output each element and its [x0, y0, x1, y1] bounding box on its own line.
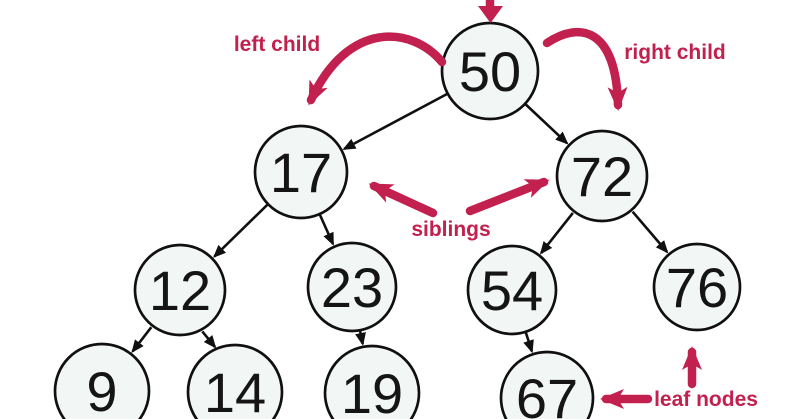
node-circle: [555, 129, 649, 223]
node-value: 50: [459, 40, 521, 103]
node-circle: [466, 244, 558, 336]
left-child-arrow: [306, 32, 447, 106]
edge-12-9: [131, 326, 153, 353]
node-circle: [133, 243, 227, 337]
node-value: 9: [86, 360, 117, 419]
edge-50-17: [342, 92, 448, 151]
tree-node-76: 76: [652, 242, 742, 332]
node-circle: [53, 342, 151, 419]
tree-node-54: 54: [466, 244, 558, 336]
tree-node-9: 9: [53, 342, 151, 419]
node-value: 17: [270, 141, 332, 204]
node-value: 72: [571, 145, 633, 208]
tree-node-67: 67: [499, 350, 595, 419]
tree-edges: [131, 92, 669, 354]
node-circle: [652, 242, 742, 332]
tree-node-14: 14: [186, 343, 284, 419]
node-value: 67: [516, 367, 578, 419]
node-circle: [323, 344, 421, 419]
tree-nodes: 50 17 72 12 23 54 76 9: [53, 21, 742, 419]
edge-12-14: [201, 330, 217, 349]
annotations: left child right child siblings leaf nod…: [234, 0, 758, 411]
node-value: 12: [149, 259, 211, 322]
edge-54-67: [523, 331, 534, 354]
edge-17-12: [212, 203, 269, 258]
tree-node-72: 72: [555, 129, 649, 223]
node-circle: [306, 241, 398, 333]
edge-17-23: [318, 214, 335, 246]
left-child-label: left child: [234, 33, 320, 56]
edge-50-72: [524, 103, 569, 145]
siblings-arrow-right: [465, 177, 550, 216]
node-value: 54: [481, 259, 543, 322]
edge-72-54: [539, 212, 574, 255]
right-child-arrow: [542, 27, 628, 111]
leaf-nodes-label: leaf nodes: [654, 388, 758, 411]
node-value: 14: [204, 361, 266, 419]
node-circle: [186, 343, 284, 419]
root-pointer-arrow-head: [478, 6, 503, 23]
right-child-label: right child: [624, 41, 726, 64]
node-value: 76: [666, 256, 728, 319]
node-circle: [253, 124, 349, 220]
edge-72-76: [631, 210, 669, 254]
tree-node-17: 17: [253, 124, 349, 220]
siblings-arrow-left: [368, 181, 438, 218]
tree-node-12: 12: [133, 243, 227, 337]
node-circle: [499, 350, 595, 419]
tree-node-23: 23: [306, 241, 398, 333]
root-pointer-arrow: [478, 0, 503, 23]
node-value: 19: [341, 362, 403, 419]
node-circle: [440, 21, 540, 121]
siblings-label: siblings: [411, 218, 490, 241]
node-value: 23: [321, 256, 383, 319]
tree-node-50: 50: [440, 21, 540, 121]
tree-node-19: 19: [323, 344, 421, 419]
